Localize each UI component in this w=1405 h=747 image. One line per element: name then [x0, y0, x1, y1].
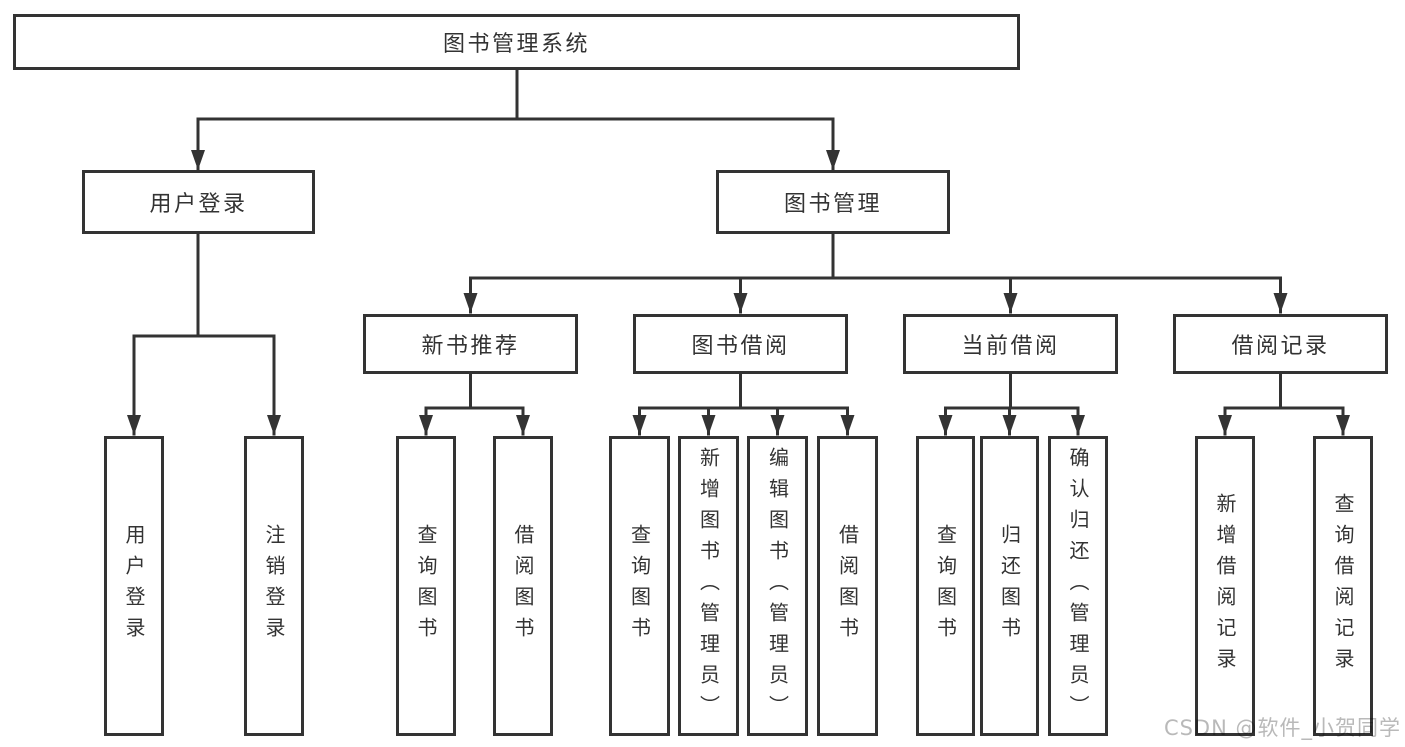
node-root: 图书管理系统: [13, 14, 1020, 70]
node-bb-edit: 编辑图书（管理员）: [747, 436, 808, 736]
edge-root-split: [191, 68, 840, 171]
node-br-add-label: 新增借阅记录: [1213, 493, 1237, 679]
node-book-borrow: 图书借阅: [633, 314, 848, 374]
node-cb-confirm-label: 确认归还（管理员）: [1066, 446, 1090, 726]
node-bb-borrow: 借阅图书: [817, 436, 878, 736]
csdn-watermark: CSDN @软件_小贺同学: [1163, 716, 1401, 740]
edge-user-login-split: [127, 232, 281, 436]
node-bb-borrow-label: 借阅图书: [835, 524, 860, 648]
node-bb-query-label: 查询图书: [627, 524, 652, 648]
node-nb-query-label: 查询图书: [414, 524, 438, 648]
node-br-query: 查询借阅记录: [1313, 436, 1373, 736]
node-ul-login-label: 用户登录: [122, 524, 146, 648]
node-book-mgmt-label: 图书管理: [783, 192, 882, 217]
edge-borrow-record-split: [1218, 372, 1350, 436]
node-bb-add: 新增图书（管理员）: [678, 436, 739, 736]
node-bb-add-label: 新增图书（管理员）: [696, 446, 721, 726]
edge-book-borrow-split: [632, 372, 855, 436]
node-br-query-label: 查询借阅记录: [1331, 493, 1355, 679]
node-ul-logout-label: 注销登录: [262, 524, 286, 648]
node-nb-borrow: 借阅图书: [493, 436, 553, 736]
node-root-label: 图书管理系统: [442, 32, 590, 57]
edge-new-book-split: [419, 372, 530, 436]
node-cb-query: 查询图书: [916, 436, 975, 736]
node-user-login-label: 用户登录: [149, 192, 248, 217]
node-user-login: 用户登录: [82, 170, 315, 234]
edge-current-borrow-split: [938, 372, 1085, 436]
node-borrow-record-label: 借阅记录: [1231, 334, 1330, 359]
node-new-book-label: 新书推荐: [421, 334, 520, 359]
node-book-mgmt: 图书管理: [716, 170, 950, 234]
node-br-add: 新增借阅记录: [1195, 436, 1255, 736]
node-bb-edit-label: 编辑图书（管理员）: [765, 446, 790, 726]
node-nb-query: 查询图书: [396, 436, 456, 736]
node-book-borrow-label: 图书借阅: [691, 334, 790, 359]
node-cb-query-label: 查询图书: [933, 524, 958, 648]
node-current-borrow-label: 当前借阅: [961, 334, 1060, 359]
node-ul-login: 用户登录: [104, 436, 164, 736]
edge-book-mgmt-split: [463, 232, 1288, 314]
node-ul-logout: 注销登录: [244, 436, 304, 736]
node-cb-return-label: 归还图书: [997, 524, 1022, 648]
node-new-book: 新书推荐: [363, 314, 578, 374]
node-current-borrow: 当前借阅: [903, 314, 1118, 374]
node-nb-borrow-label: 借阅图书: [511, 524, 535, 648]
node-cb-return: 归还图书: [980, 436, 1039, 736]
node-cb-confirm: 确认归还（管理员）: [1048, 436, 1108, 736]
node-bb-query: 查询图书: [609, 436, 670, 736]
node-borrow-record: 借阅记录: [1173, 314, 1388, 374]
